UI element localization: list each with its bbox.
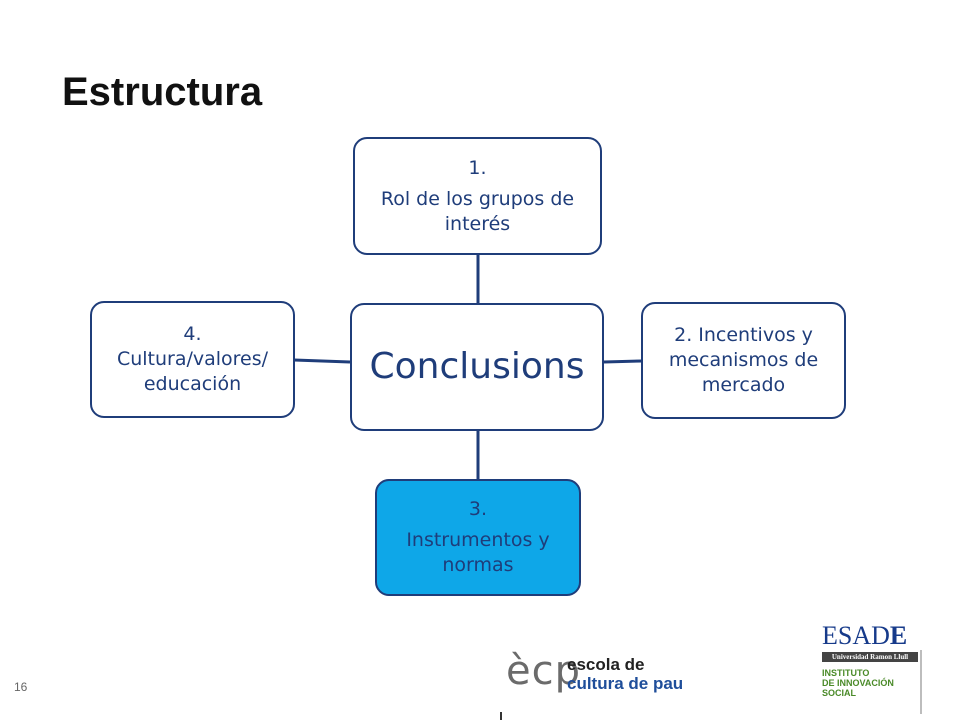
esade-logo-inst-line2: DE INNOVACIÓN: [822, 678, 894, 688]
box-culture-number: 4.: [183, 323, 202, 345]
ecp-logo-line2: cultura de pau: [567, 674, 684, 693]
connector-left: [293, 358, 351, 364]
esade-logo-inst-line3: SOCIAL: [822, 688, 857, 698]
esade-logo-institute: INSTITUTO DE INNOVACIÓN SOCIAL: [822, 668, 922, 698]
slide-title: Estructura: [62, 70, 263, 114]
esade-logo-word-bold: E: [889, 621, 908, 650]
box-instruments: 3. Instrumentos y normas: [375, 479, 581, 596]
ecp-logo: ècp escola de cultura de pau: [500, 640, 700, 720]
box-stakeholders-number: 1.: [468, 156, 487, 179]
esade-logo-wordmark: ESADE: [822, 622, 922, 650]
connector-right: [603, 359, 643, 364]
box-incentives-label: 2. Incentivos y mecanismos de mercado: [668, 324, 819, 396]
box-stakeholders-label: Rol de los grupos de interés: [380, 187, 575, 235]
page-number: 16: [14, 680, 28, 694]
box-instruments-label: Instrumentos y normas: [406, 529, 550, 576]
box-stakeholders: 1. Rol de los grupos de interés: [353, 137, 602, 255]
box-conclusions: Conclusions: [350, 303, 604, 431]
ecp-logo-mark: ècp: [506, 648, 581, 694]
ecp-logo-divider: [500, 712, 502, 720]
ecp-logo-line1: escola de: [567, 655, 645, 674]
esade-logo: ESADE Universidad Ramon Llull INSTITUTO …: [822, 622, 922, 714]
esade-logo-word-regular: ESAD: [822, 621, 890, 650]
box-instruments-number: 3.: [468, 498, 488, 520]
esade-logo-band: Universidad Ramon Llull: [822, 652, 918, 662]
esade-logo-inst-line1: INSTITUTO: [822, 668, 870, 678]
box-culture-label: Cultura/valores/ educación: [116, 348, 269, 395]
box-conclusions-label: Conclusions: [369, 346, 585, 387]
box-culture: 4. Cultura/valores/ educación: [90, 301, 295, 418]
box-incentives: 2. Incentivos y mecanismos de mercado: [641, 302, 846, 419]
esade-logo-side-bar: [920, 650, 922, 714]
